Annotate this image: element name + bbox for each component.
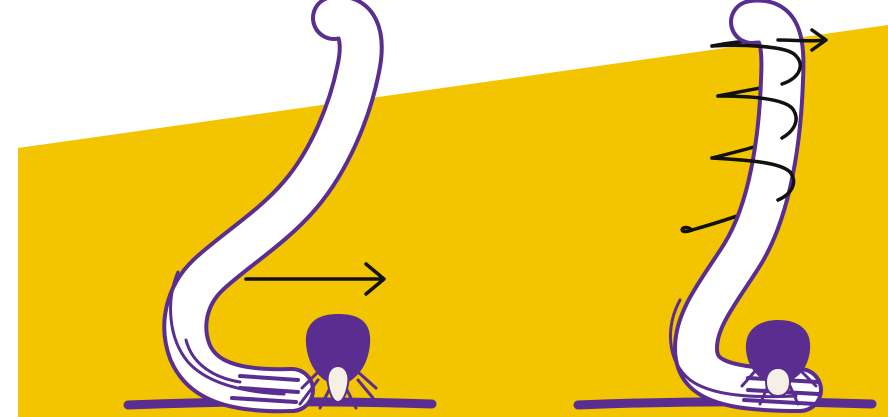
tick-mouth-right	[764, 366, 792, 398]
left-panel	[123, 0, 437, 414]
hook-handle-fill-left	[166, 0, 380, 410]
tick-legs-left	[298, 370, 380, 410]
hook-handle-fill-right	[677, 2, 819, 409]
tick-mouth-left	[326, 364, 350, 404]
yellow-background-band	[18, 25, 888, 417]
spiral-arrow-icon	[680, 28, 828, 234]
right-arrow-icon	[244, 262, 386, 296]
right-panel	[573, 0, 877, 413]
tick-left	[298, 314, 380, 410]
hook-groove-right	[669, 298, 798, 399]
hook-prongs-left	[230, 374, 300, 404]
tick-body-right	[745, 320, 811, 384]
tick-legs-right	[740, 368, 818, 406]
hook-inner-line-left	[184, 338, 242, 384]
tick-body-left	[305, 314, 371, 386]
tick-right	[740, 320, 818, 406]
